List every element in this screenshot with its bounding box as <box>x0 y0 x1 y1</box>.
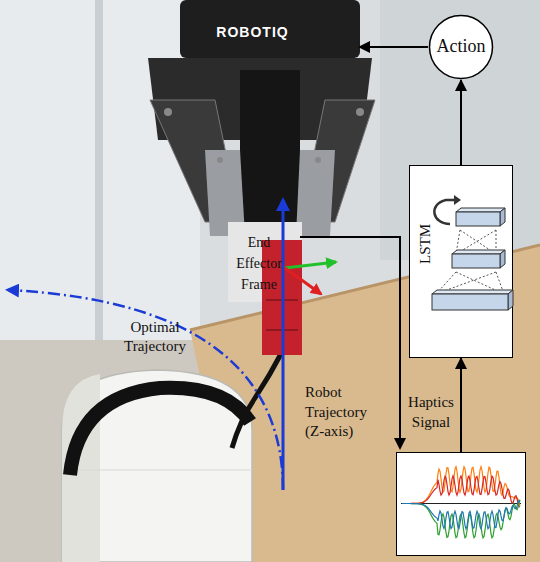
node-title: Action <box>428 14 494 80</box>
wall <box>380 0 540 260</box>
lstm-icon <box>432 195 513 310</box>
cylinder-fixture <box>62 370 252 562</box>
layer-top <box>452 250 505 254</box>
cylinder-line <box>62 470 252 471</box>
flow-arrow <box>460 80 462 165</box>
layer-block <box>432 294 508 310</box>
layer-side <box>508 290 513 310</box>
node-heading: Haptics Signal <box>403 393 459 432</box>
flow-arrow <box>460 358 462 452</box>
layer-block <box>456 212 500 226</box>
window <box>0 0 200 340</box>
trajectory-label: Robot Trajectory (Z-axis) <box>305 383 377 442</box>
haptics-plot <box>401 467 521 538</box>
signal-curve <box>402 500 520 538</box>
gripper-body <box>180 0 360 58</box>
signal-curve <box>402 501 520 529</box>
frame-label: End Effector Frame <box>226 232 292 295</box>
brand-logo: ROBOTIQ <box>205 24 300 41</box>
recurrent-arrow <box>434 200 456 224</box>
screw <box>164 108 172 116</box>
command-arrow <box>360 46 428 48</box>
layer-top <box>432 290 513 294</box>
layer-side <box>500 208 505 226</box>
optimal-trajectory <box>8 290 283 490</box>
frame-axis-x <box>285 268 321 294</box>
screw <box>356 108 364 116</box>
screw <box>315 157 321 163</box>
gripper-finger <box>240 70 300 230</box>
action-circle: Action <box>428 14 494 80</box>
node-graphic <box>397 453 527 557</box>
sensor-cable <box>232 352 282 448</box>
signal-curve <box>402 467 520 507</box>
window-frame <box>95 0 103 340</box>
layer-block <box>452 254 500 268</box>
layer-top <box>456 208 505 212</box>
lstm-box: LSTM <box>409 165 513 358</box>
screw <box>217 157 223 163</box>
frame-axis-y <box>285 262 336 268</box>
haptics-plot-box: Haptics Signal <box>396 452 526 556</box>
sensor-feed-arrow <box>300 237 400 448</box>
node-title: LSTM <box>416 224 436 264</box>
recurrent-arrow-head <box>454 195 461 205</box>
strap <box>70 388 250 475</box>
trajectory-label: Optimal Trajectory <box>112 318 198 356</box>
robot-trajectory <box>282 200 285 490</box>
layer-side <box>500 250 505 268</box>
signal-curve <box>402 476 520 507</box>
